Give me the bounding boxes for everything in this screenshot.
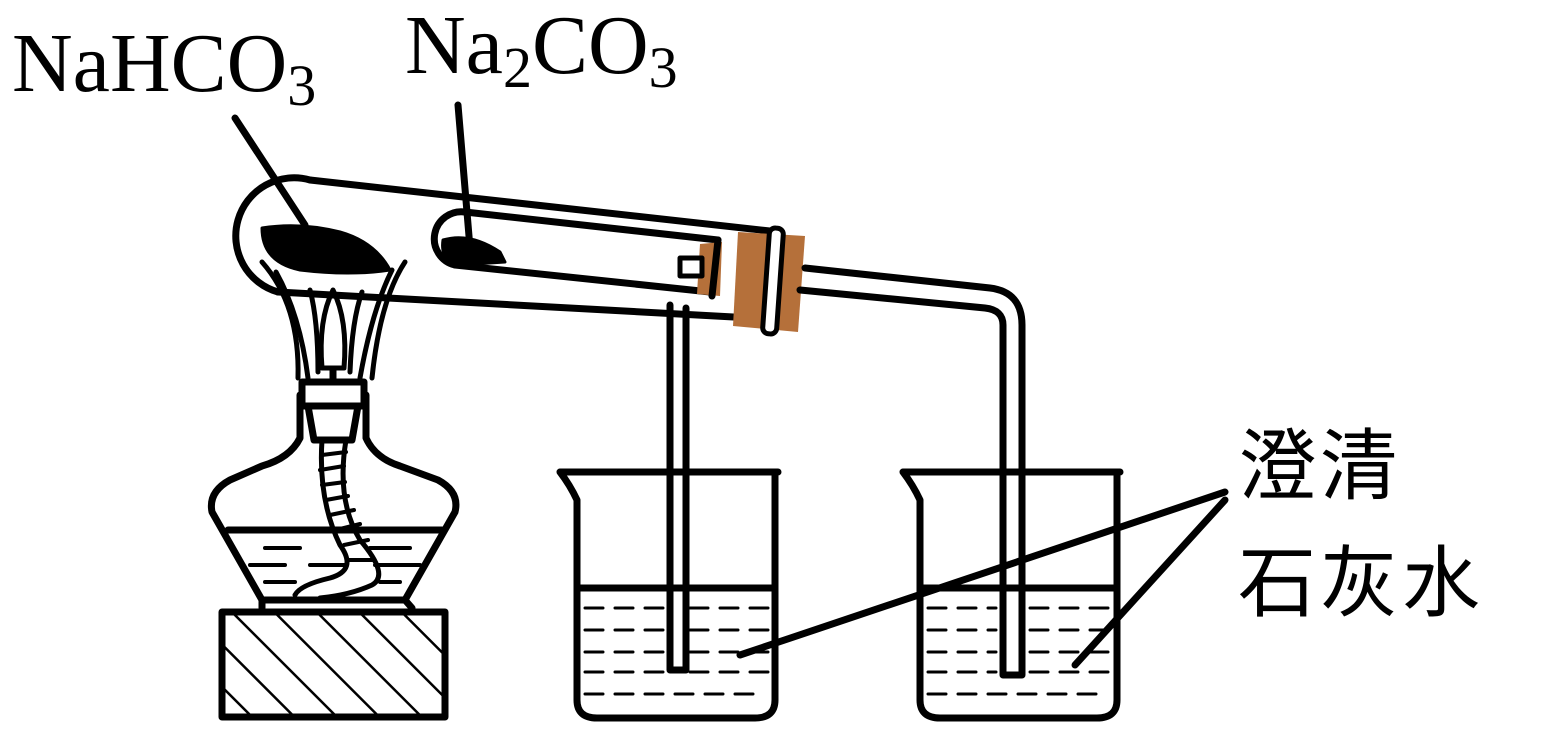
right-beaker bbox=[899, 468, 1124, 722]
label-limewater-line2: 石灰水 bbox=[1238, 540, 1485, 627]
big-tube-stopper bbox=[733, 225, 805, 337]
small-test-tube bbox=[430, 208, 722, 300]
alcohol-lamp bbox=[207, 366, 460, 612]
label-limewater-line1: 澄清 bbox=[1238, 423, 1403, 510]
delivery-tube-left bbox=[666, 301, 690, 674]
flame bbox=[259, 259, 408, 381]
label-na2co3: Na2CO3 bbox=[405, 0, 678, 100]
large-test-tube bbox=[232, 174, 774, 322]
pointer-lines bbox=[231, 101, 1229, 669]
wooden-block bbox=[218, 608, 449, 721]
delivery-tube-right bbox=[796, 264, 1026, 679]
label-nahco3: NaHCO3 bbox=[12, 17, 317, 118]
left-beaker bbox=[556, 468, 782, 722]
